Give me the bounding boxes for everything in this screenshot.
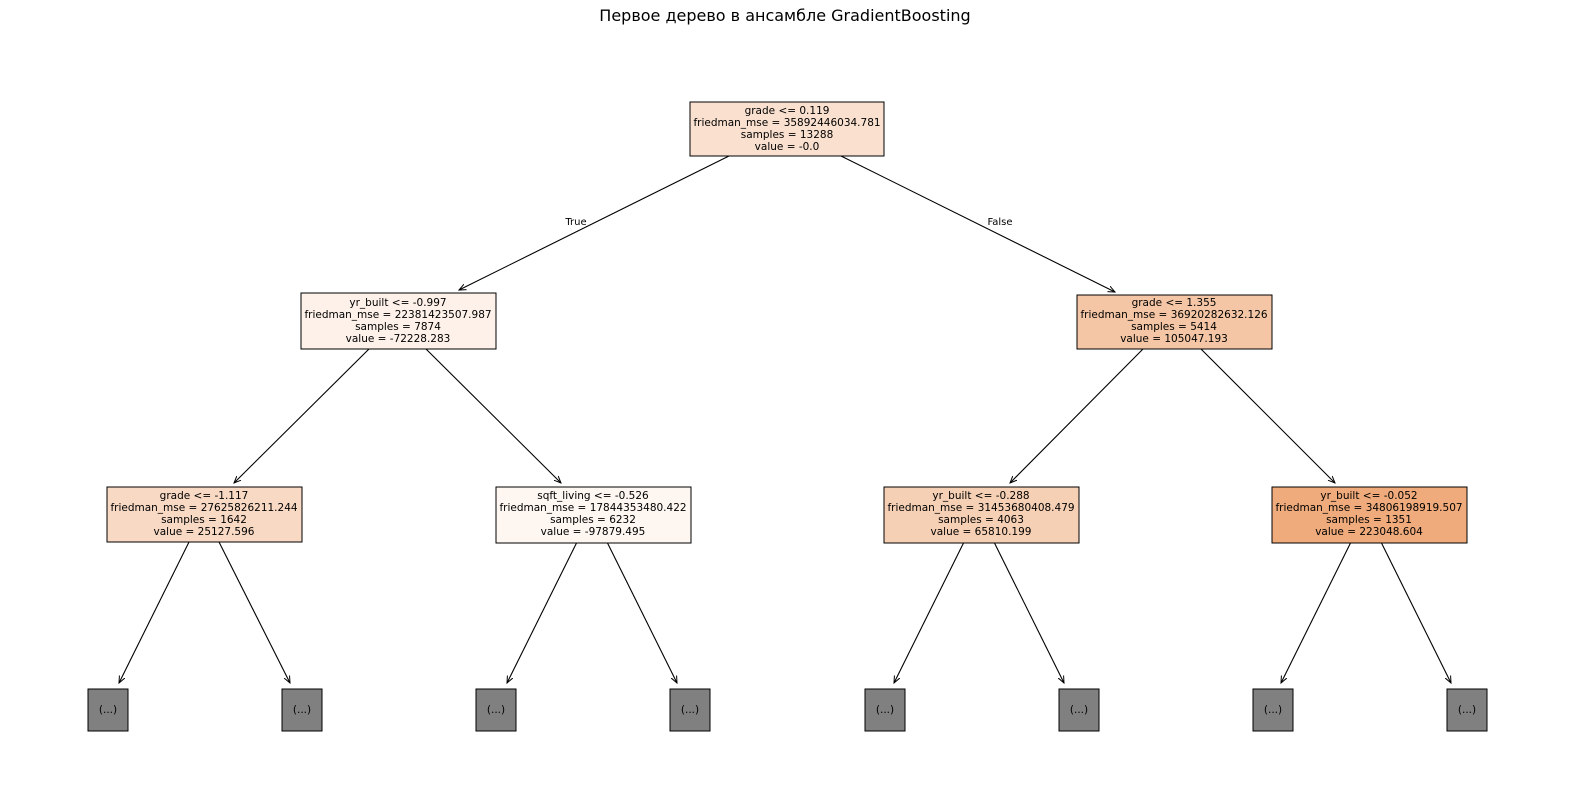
node-box: [106, 486, 303, 543]
edge-n1-n4: [424, 347, 561, 483]
edge-n4-l2: [507, 539, 579, 683]
edge-n1-n3: [234, 347, 371, 483]
truncated-leaf: (...): [1252, 688, 1294, 732]
leaf-label: (...): [1458, 704, 1476, 716]
node-box: [883, 486, 1080, 544]
leaf-box: [87, 688, 129, 732]
edge-n6-l7: [1379, 539, 1451, 683]
node-line: value = 25127.596: [154, 526, 255, 538]
node-line: samples = 1642: [161, 514, 247, 526]
tree-node-root: grade <= 0.119 friedman_mse = 3589244603…: [689, 101, 885, 157]
tree-nodes: grade <= 0.119 friedman_mse = 3589244603…: [106, 101, 1468, 544]
edge-n5-l5: [992, 539, 1064, 683]
node-line: value = -0.0: [755, 141, 820, 153]
node-line: value = -97879.495: [541, 526, 646, 538]
node-line: grade <= 0.119: [745, 105, 830, 117]
edge-label-true: True: [564, 217, 586, 228]
node-line: samples = 5414: [1131, 321, 1217, 333]
node-line: friedman_mse = 35892446034.781: [693, 117, 880, 129]
edge-n0-n2: [838, 154, 1115, 292]
truncated-leaves: (...) (...) (...) (...) (...) (...) (...…: [87, 688, 1488, 732]
node-line: friedman_mse = 31453680408.479: [887, 502, 1074, 514]
node-line: value = -72228.283: [346, 333, 451, 345]
node-line: friedman_mse = 36920282632.126: [1080, 309, 1267, 321]
node-box: [300, 292, 497, 350]
node-box: [495, 486, 692, 544]
tree-node-right: grade <= 1.355 friedman_mse = 3692028263…: [1076, 294, 1273, 350]
tree-node-left-right: sqft_living <= -0.526 friedman_mse = 178…: [495, 486, 692, 544]
truncated-leaf: (...): [669, 688, 711, 732]
tree-node-right-left: yr_built <= -0.288 friedman_mse = 314536…: [883, 486, 1080, 544]
leaf-label: (...): [1070, 704, 1088, 716]
node-line: friedman_mse = 17844353480.422: [499, 502, 686, 514]
truncated-leaf: (...): [281, 688, 323, 732]
tree-node-left: yr_built <= -0.997 friedman_mse = 223814…: [300, 292, 497, 350]
truncated-leaf: (...): [475, 688, 517, 732]
leaf-label: (...): [99, 704, 117, 716]
tree-node-right-right: yr_built <= -0.052 friedman_mse = 348061…: [1271, 486, 1468, 544]
edge-n3-l0: [119, 539, 191, 683]
node-line: friedman_mse = 27625826211.244: [110, 502, 297, 514]
truncated-leaf: (...): [1058, 688, 1100, 732]
leaf-label: (...): [681, 704, 699, 716]
edge-label-false: False: [987, 217, 1012, 228]
edge-n4-l3: [605, 539, 677, 683]
truncated-leaf: (...): [1446, 688, 1488, 732]
leaf-box: [864, 688, 906, 732]
node-line: yr_built <= -0.997: [349, 297, 446, 309]
leaf-label: (...): [487, 704, 505, 716]
edge-n2-n5: [1010, 347, 1145, 483]
edge-n0-n1: [459, 154, 732, 290]
node-line: yr_built <= -0.288: [932, 490, 1029, 502]
node-line: grade <= -1.117: [160, 490, 249, 502]
tree-node-left-left: grade <= -1.117 friedman_mse = 276258262…: [106, 486, 303, 543]
leaf-box: [669, 688, 711, 732]
edge-n6-l6: [1281, 539, 1353, 683]
chart-title: Первое дерево в ансамбле GradientBoostin…: [599, 6, 971, 25]
node-line: value = 65810.199: [931, 526, 1032, 538]
edge-n3-l1: [217, 539, 290, 683]
truncated-leaf: (...): [864, 688, 906, 732]
node-line: sqft_living <= -0.526: [537, 490, 649, 502]
node-line: samples = 4063: [938, 514, 1024, 526]
truncated-leaf: (...): [87, 688, 129, 732]
leaf-box: [281, 688, 323, 732]
node-line: samples = 13288: [741, 129, 834, 141]
leaf-label: (...): [876, 704, 894, 716]
node-box: [689, 101, 885, 157]
edge-n2-n6: [1199, 347, 1335, 483]
node-box: [1271, 486, 1468, 544]
node-line: samples = 7874: [355, 321, 441, 333]
node-line: grade <= 1.355: [1132, 297, 1217, 309]
leaf-box: [1058, 688, 1100, 732]
node-line: samples = 1351: [1326, 514, 1412, 526]
node-line: friedman_mse = 34806198919.507: [1275, 502, 1462, 514]
node-line: samples = 6232: [550, 514, 636, 526]
edge-n5-l4: [894, 539, 966, 683]
leaf-label: (...): [293, 704, 311, 716]
edges: [119, 154, 1451, 683]
leaf-label: (...): [1264, 704, 1282, 716]
node-box: [1076, 294, 1273, 350]
leaf-box: [1252, 688, 1294, 732]
node-line: yr_built <= -0.052: [1320, 490, 1417, 502]
leaf-box: [475, 688, 517, 732]
node-line: value = 223048.604: [1315, 526, 1423, 538]
node-line: friedman_mse = 22381423507.987: [304, 309, 491, 321]
leaf-box: [1446, 688, 1488, 732]
node-line: value = 105047.193: [1120, 333, 1228, 345]
